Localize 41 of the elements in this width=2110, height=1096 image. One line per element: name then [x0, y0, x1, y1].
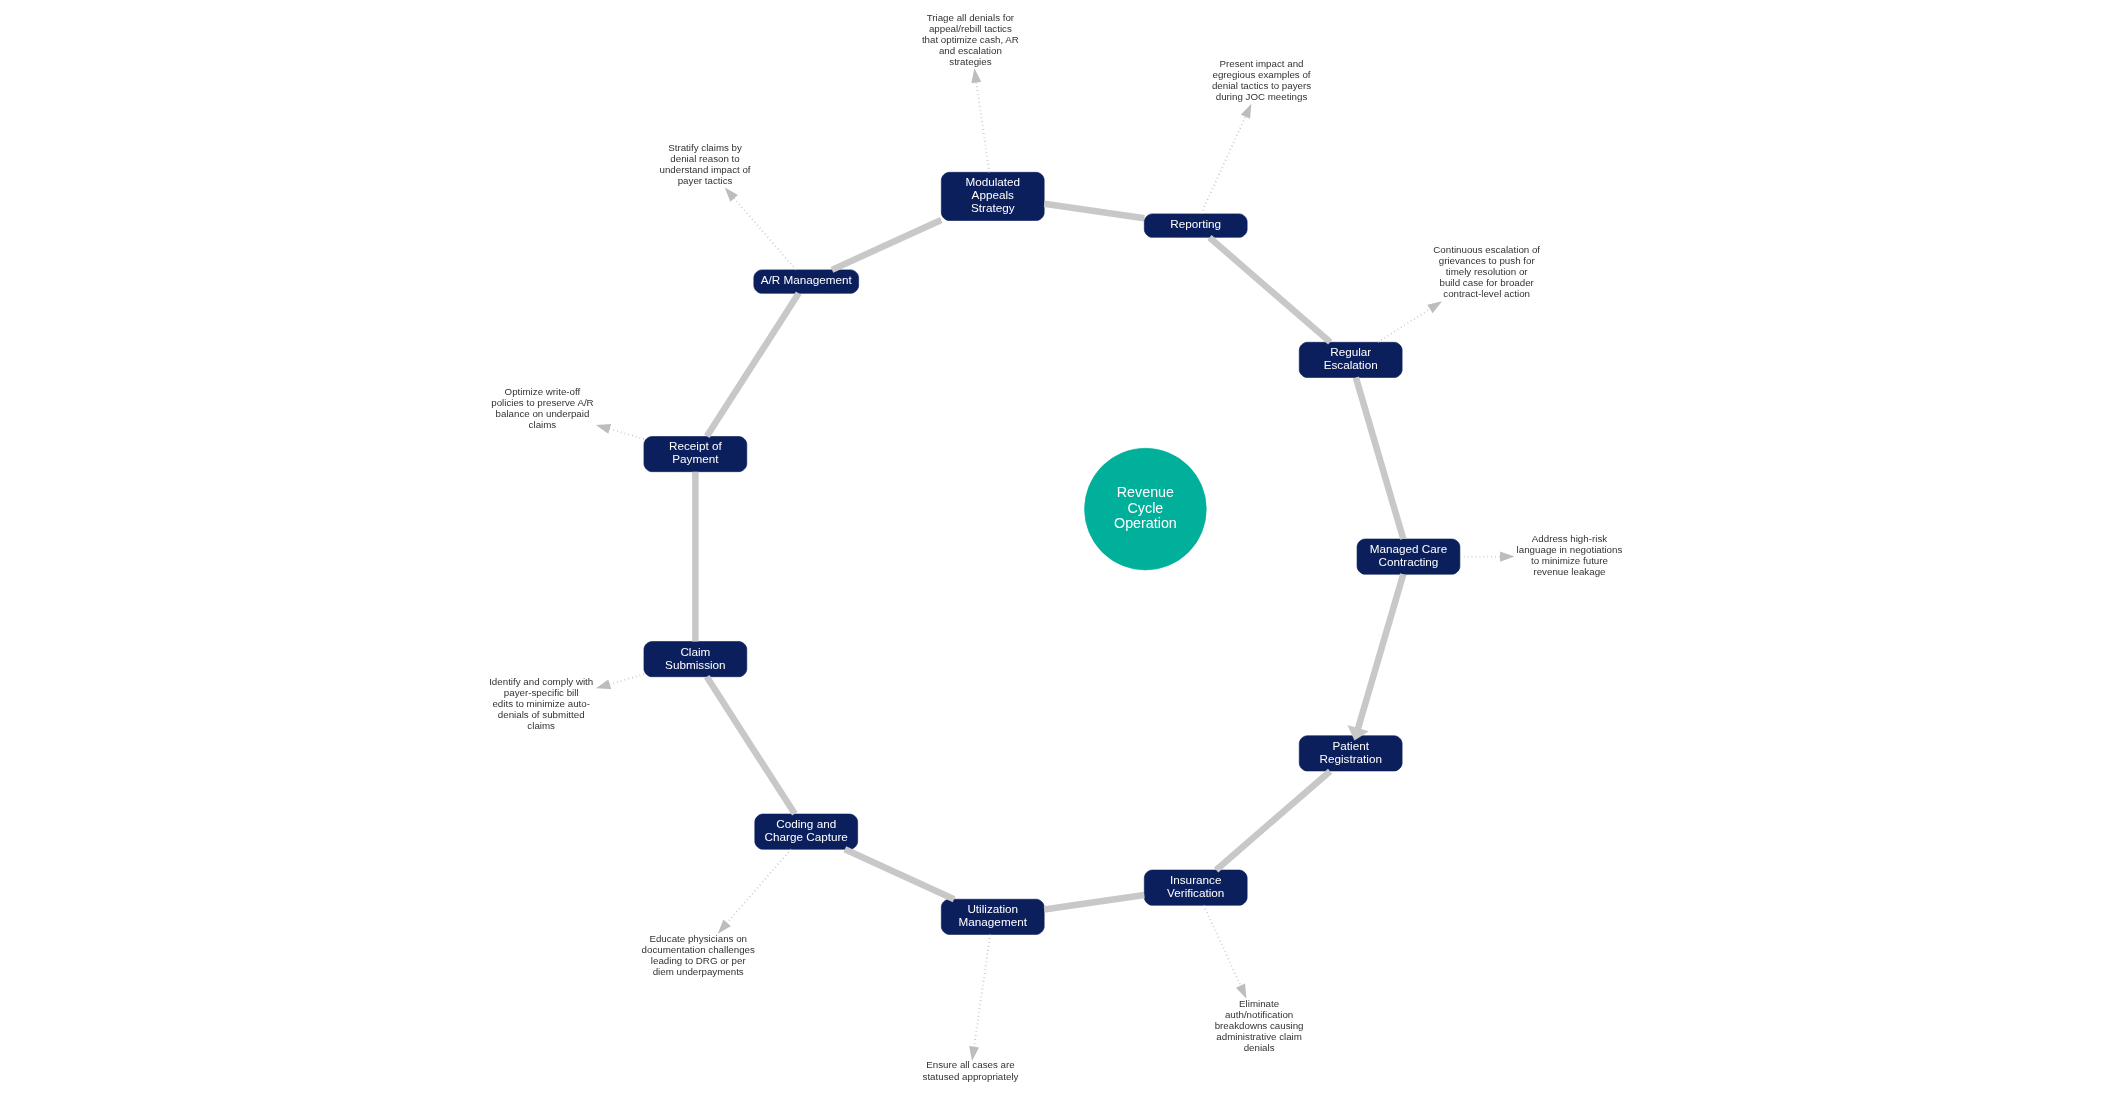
- node-box: Coding and Charge Capture: [754, 813, 858, 850]
- arrow: [968, 933, 991, 1061]
- connector: [1043, 200, 1145, 222]
- arrow: [595, 424, 645, 440]
- node-box: A/R Management: [753, 269, 859, 294]
- node-box: Regular Escalation: [1298, 341, 1402, 378]
- connector: [691, 471, 699, 642]
- arrow: [1199, 103, 1251, 215]
- node-text: Triage all denials for appeal/rebill tactics that optimize cash, AR and escalation strategies: [921, 12, 1019, 68]
- connector: [703, 291, 801, 439]
- node-text: Continuous escalation of grievances to push for timely resolution or build case for broader contract-level action: [1432, 243, 1540, 299]
- node-box: Insurance Verification: [1143, 869, 1247, 906]
- node-circle: Revenue Cycle Operation: [1083, 447, 1207, 571]
- connector: [1206, 235, 1332, 345]
- arrow: [595, 673, 645, 690]
- arrow: [1346, 573, 1406, 741]
- node-text: Optimize write-off policies to preserve A/R balance on underpaid claims: [490, 385, 594, 431]
- node-box: Claim Submission: [643, 641, 747, 678]
- node-box: Reporting: [1143, 213, 1247, 238]
- node-text: Ensure all cases are statused appropriately: [922, 1059, 1018, 1082]
- node-text: Educate physicians on documentation challenges leading to DRG or per diem underpayments: [641, 932, 755, 978]
- node-text: Present impact and egregious examples of denial tactics to payers during JOC meetings: [1211, 58, 1311, 103]
- node-text: Address high-risk language in negotiations to minimize future revenue leakage: [1516, 533, 1622, 578]
- connector: [842, 846, 955, 903]
- connector: [1352, 376, 1406, 540]
- arrow: [1202, 904, 1246, 999]
- arrow: [1376, 301, 1442, 344]
- node-box: Utilization Management: [940, 898, 1044, 935]
- node-box: Receipt of Payment: [643, 436, 747, 472]
- arrow: [717, 848, 792, 934]
- node-text: Stratify claims by denial reason to understand impact of payer tactics: [659, 141, 751, 186]
- connector: [703, 675, 798, 816]
- node-text: Identify and comply with payer-specific bill edits to minimize auto-denials of submitted claims: [488, 675, 593, 731]
- node-box: Patient Registration: [1298, 735, 1402, 772]
- node-text: Eliminate auth/notification breakdowns causing administrative claim denials: [1214, 997, 1304, 1053]
- connector: [1213, 768, 1332, 873]
- node-box: Modulated Appeals Strategy: [940, 172, 1044, 221]
- connector: [830, 216, 943, 273]
- node-box: Managed Care Contracting: [1356, 538, 1460, 575]
- connector: [1043, 891, 1145, 913]
- arrow: [724, 187, 797, 271]
